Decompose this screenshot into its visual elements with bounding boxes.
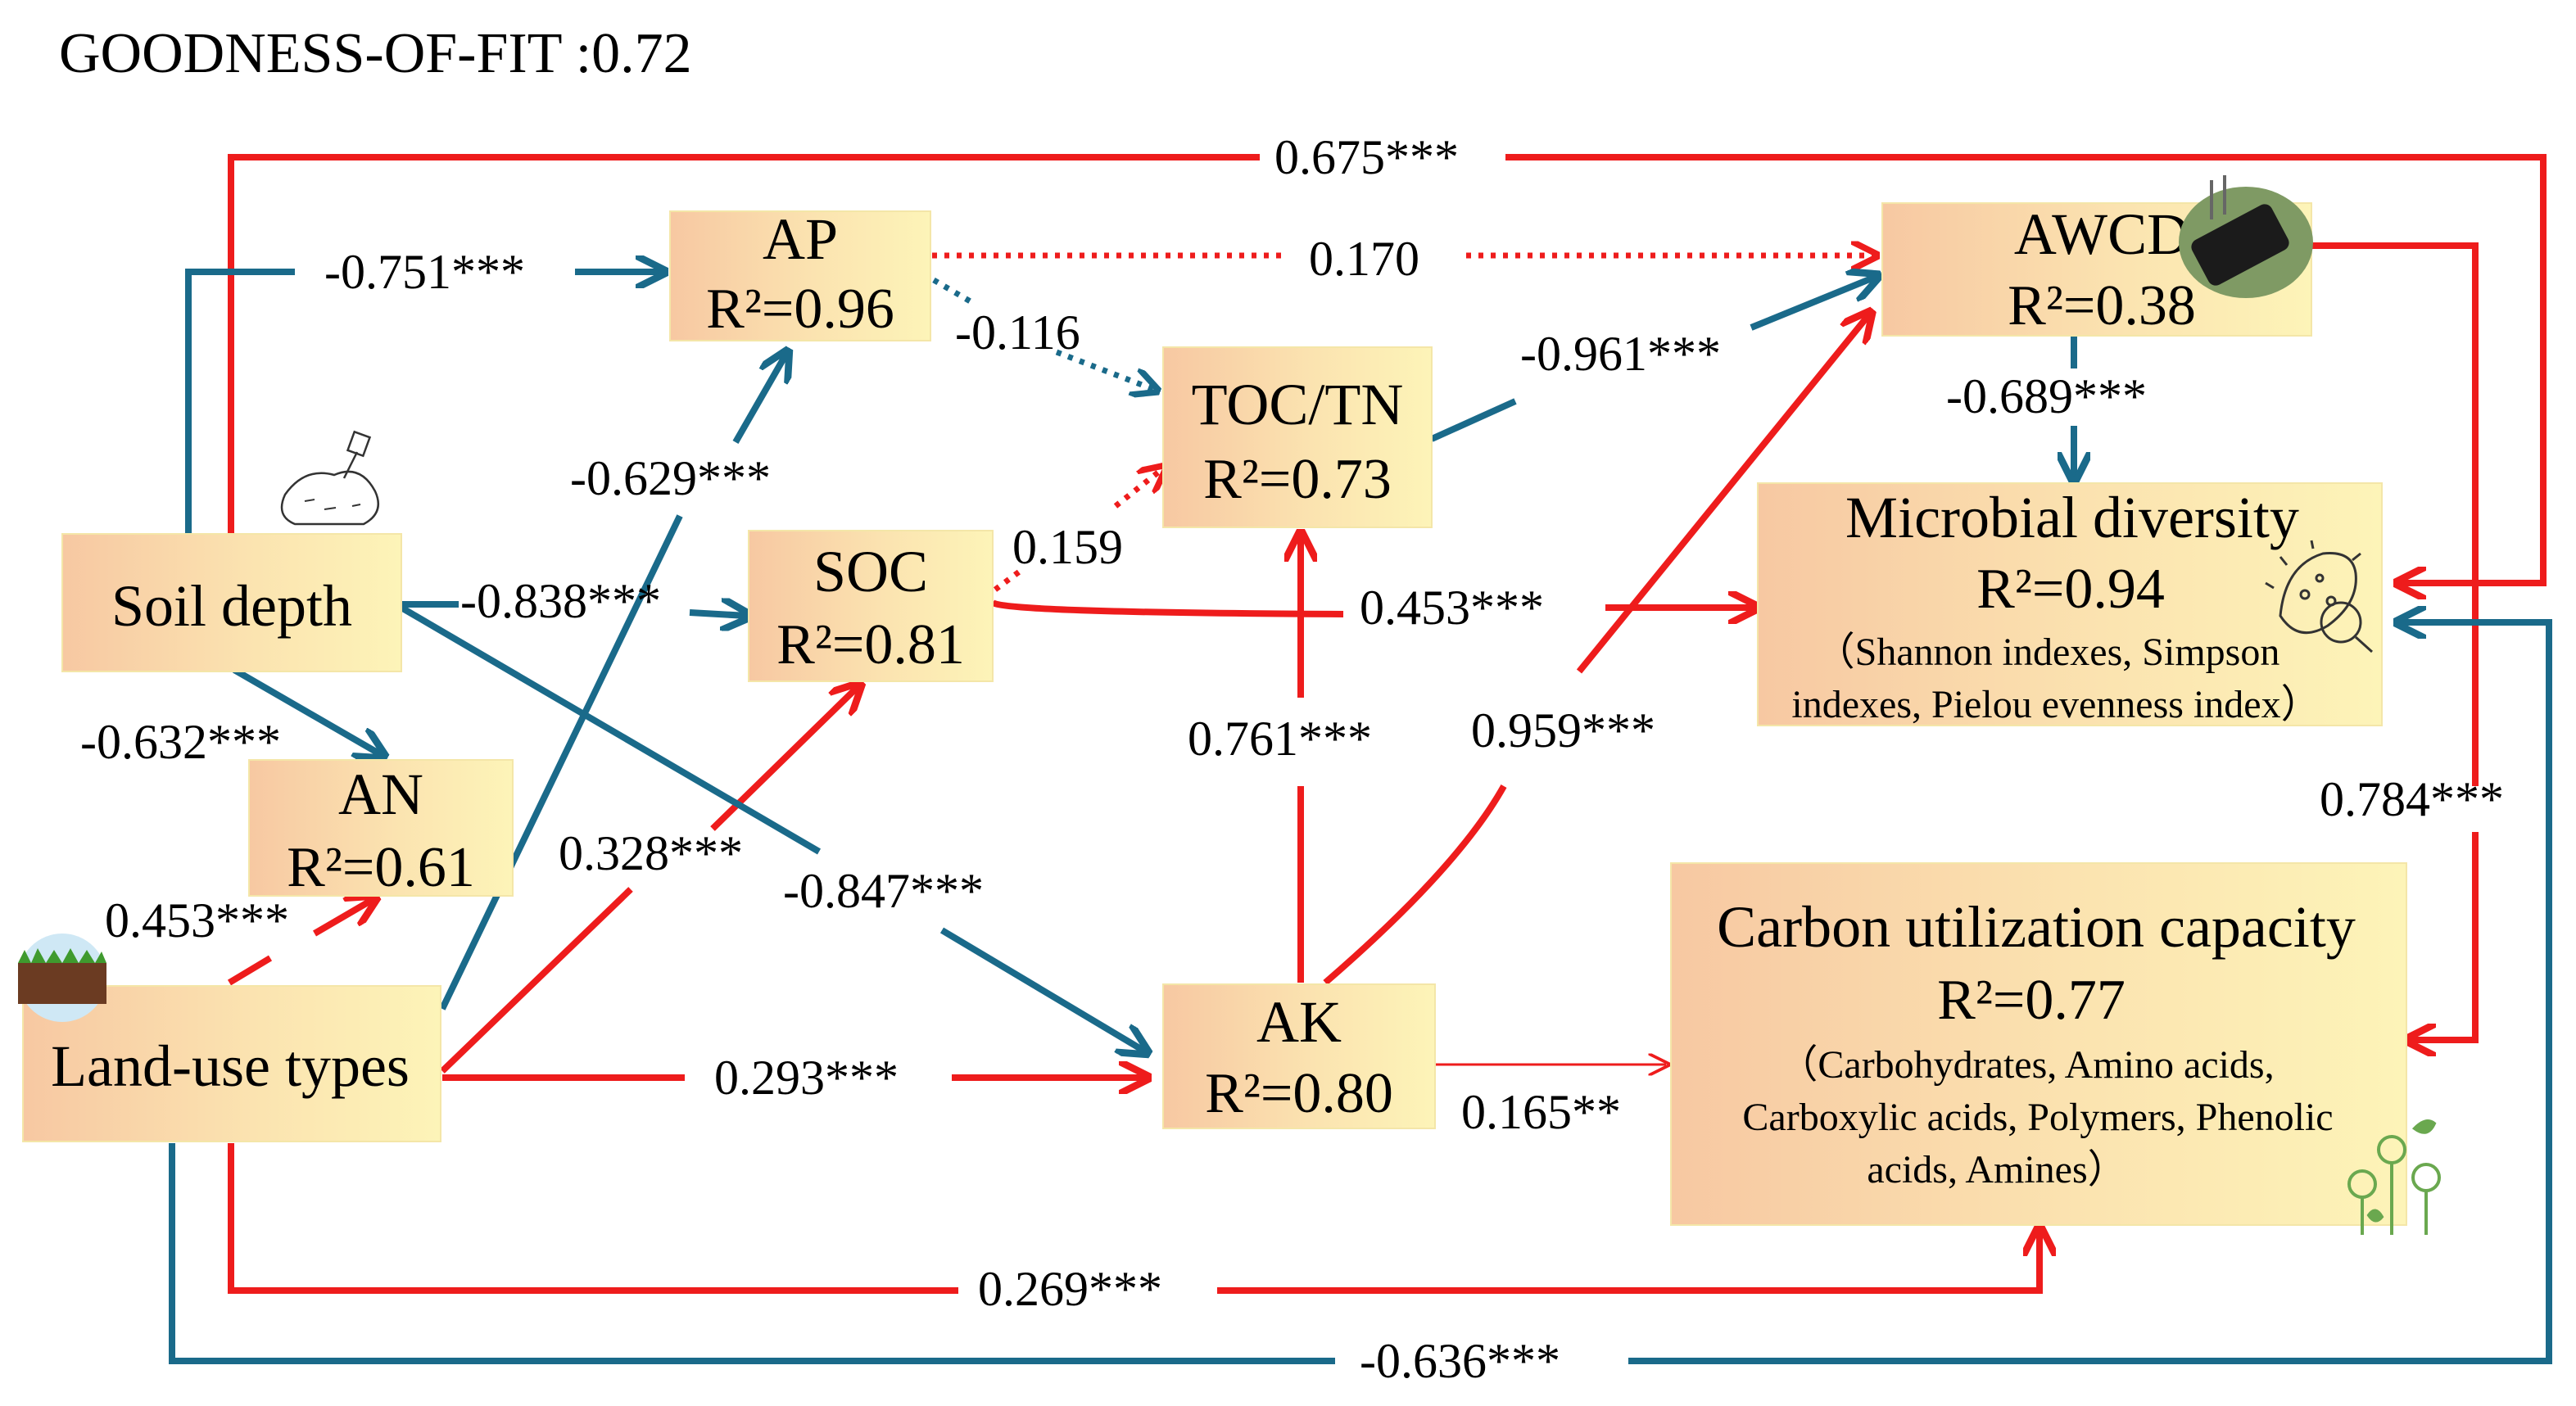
path-soc-microbial: [990, 599, 1344, 617]
node-soil-depth: Soil depth: [61, 533, 402, 672]
coef-awcd-carbon: 0.784***: [2320, 772, 2504, 826]
node-soc-r2: R²=0.81: [776, 613, 965, 676]
path-land-soc-b: [710, 686, 858, 831]
path-soil-ak-b: [939, 927, 1145, 1051]
coef-ak-toctn: 0.761***: [1188, 712, 1372, 766]
soil-landscape-icon: [18, 934, 106, 1022]
path-soil-an: [232, 667, 382, 755]
node-ak: AK R²=0.80: [1162, 983, 1436, 1129]
path-soil-ak-a: [399, 604, 822, 855]
path-land-an-b: [312, 899, 373, 937]
node-toctn: TOC/TN R²=0.73: [1162, 346, 1433, 528]
path-land-microbial-a: [169, 1143, 1335, 1364]
path-land-ap-a: [439, 514, 683, 1010]
node-land-use-label: Land-use types: [51, 1033, 410, 1099]
node-toctn-label: TOC/TN: [1192, 372, 1404, 437]
coef-soil-an: -0.632***: [80, 715, 281, 769]
node-awcd-label: AWCD: [2014, 201, 2189, 267]
path-ak-awcd-a: [1323, 784, 1507, 986]
path-land-ap-b: [732, 354, 786, 444]
path-ap-toctn: [932, 277, 975, 306]
coef-ak-carbon: 0.165**: [1461, 1085, 1621, 1139]
node-toctn-r2: R²=0.73: [1203, 448, 1392, 511]
coef-ap-awcd: 0.170: [1309, 232, 1419, 286]
path-ak-awcd-b: [1576, 314, 1869, 674]
path-ap-toctn-arrow: [1055, 349, 1155, 390]
node-carbon: Carbon utilization capacity R²=0.77 （Car…: [1670, 862, 2407, 1226]
path-land-microbial-b: [1628, 622, 2552, 1364]
node-land-use: Land-use types: [22, 985, 441, 1142]
eco-carbon-icon: [2349, 1121, 2439, 1235]
microplate-reader-icon: [2179, 175, 2313, 298]
node-carbon-detail-2: Carboxylic acids, Polymers, Phenolic: [1742, 1096, 2333, 1139]
coef-ap-toctn: -0.116: [955, 305, 1080, 359]
node-ak-label: AK: [1256, 989, 1342, 1055]
path-land-carbon-b: [1217, 1230, 2040, 1294]
node-awcd-r2: R²=0.38: [2008, 274, 2196, 337]
path-awcd-carbon-a: [2311, 242, 2479, 786]
coef-soil-awcd: 0.675***: [1274, 130, 1459, 184]
coefficient-labels: 0.675*** -0.751*** 0.170 -0.116 -0.961**…: [80, 130, 2504, 1388]
bacteria-magnifier-icon: [2266, 540, 2372, 652]
node-soc-label: SOC: [813, 539, 928, 604]
coef-toctn-awcd: -0.961***: [1520, 327, 1721, 381]
coef-land-ap: -0.629***: [570, 451, 771, 505]
path-soc-toctn-arrow: [1113, 468, 1163, 509]
node-an-r2: R²=0.61: [287, 836, 475, 899]
coef-land-carbon: 0.269***: [978, 1262, 1162, 1316]
coef-soil-soc: -0.838***: [460, 574, 661, 628]
path-land-an-a: [227, 955, 273, 986]
coef-land-an: 0.453***: [105, 893, 289, 947]
node-microbial-detail-1: （Shannon indexes, Simpson: [1816, 631, 2280, 674]
path-soil-awcd-arrow: [1505, 154, 2547, 583]
path-land-carbon-a: [228, 1143, 958, 1294]
coef-ak-awcd: 0.959***: [1471, 703, 1655, 757]
node-microbial: Microbial diversity R²=0.94 （Shannon ind…: [1757, 482, 2383, 726]
coef-soil-ap: -0.751***: [324, 245, 525, 299]
goodness-of-fit-title: GOODNESS-OF-FIT :0.72: [59, 22, 692, 85]
node-an-label: AN: [338, 762, 423, 827]
path-layer: [169, 154, 2552, 1364]
coef-land-soc: 0.328***: [559, 826, 743, 880]
coef-soc-toctn: 0.159: [1012, 520, 1123, 574]
node-ap-r2: R²=0.96: [706, 278, 894, 341]
node-microbial-r2: R²=0.94: [1976, 558, 2165, 621]
node-ap: AP R²=0.96: [669, 206, 931, 341]
path-toctn-awcd-a: [1430, 398, 1517, 442]
path-toctn-awcd-b: [1750, 277, 1876, 331]
node-ap-label: AP: [763, 206, 838, 272]
coef-awcd-microbial: -0.689***: [1946, 369, 2147, 423]
coef-land-microbial: -0.636***: [1360, 1334, 1560, 1388]
node-carbon-detail-3: acids, Amines）: [1867, 1148, 2126, 1191]
path-soil-awcd: [228, 154, 1260, 540]
path-land-soc-a: [440, 887, 633, 1074]
node-ak-r2: R²=0.80: [1205, 1062, 1393, 1125]
node-microbial-label: Microbial diversity: [1845, 485, 2299, 550]
path-soil-ap: [185, 269, 295, 540]
coef-land-ak: 0.293***: [714, 1051, 899, 1105]
node-an: AN R²=0.61: [248, 759, 514, 899]
coef-soc-microbial: 0.453***: [1360, 581, 1544, 635]
node-carbon-detail-1: （Carbohydrates, Amino acids,: [1778, 1043, 2274, 1087]
path-awcd-carbon-b: [2410, 832, 2479, 1040]
node-soil-depth-label: Soil depth: [111, 573, 352, 639]
path-soil-soc-arrow: [689, 613, 747, 616]
node-carbon-label: Carbon utilization capacity: [1717, 894, 2356, 960]
node-carbon-r2: R²=0.77: [1937, 969, 2126, 1032]
shovel-soil-icon: [282, 432, 378, 524]
node-microbial-detail-2: indexes, Pielou evenness index）: [1791, 683, 2320, 726]
coef-soil-ak: -0.847***: [783, 864, 984, 918]
node-soc: SOC R²=0.81: [748, 530, 994, 682]
